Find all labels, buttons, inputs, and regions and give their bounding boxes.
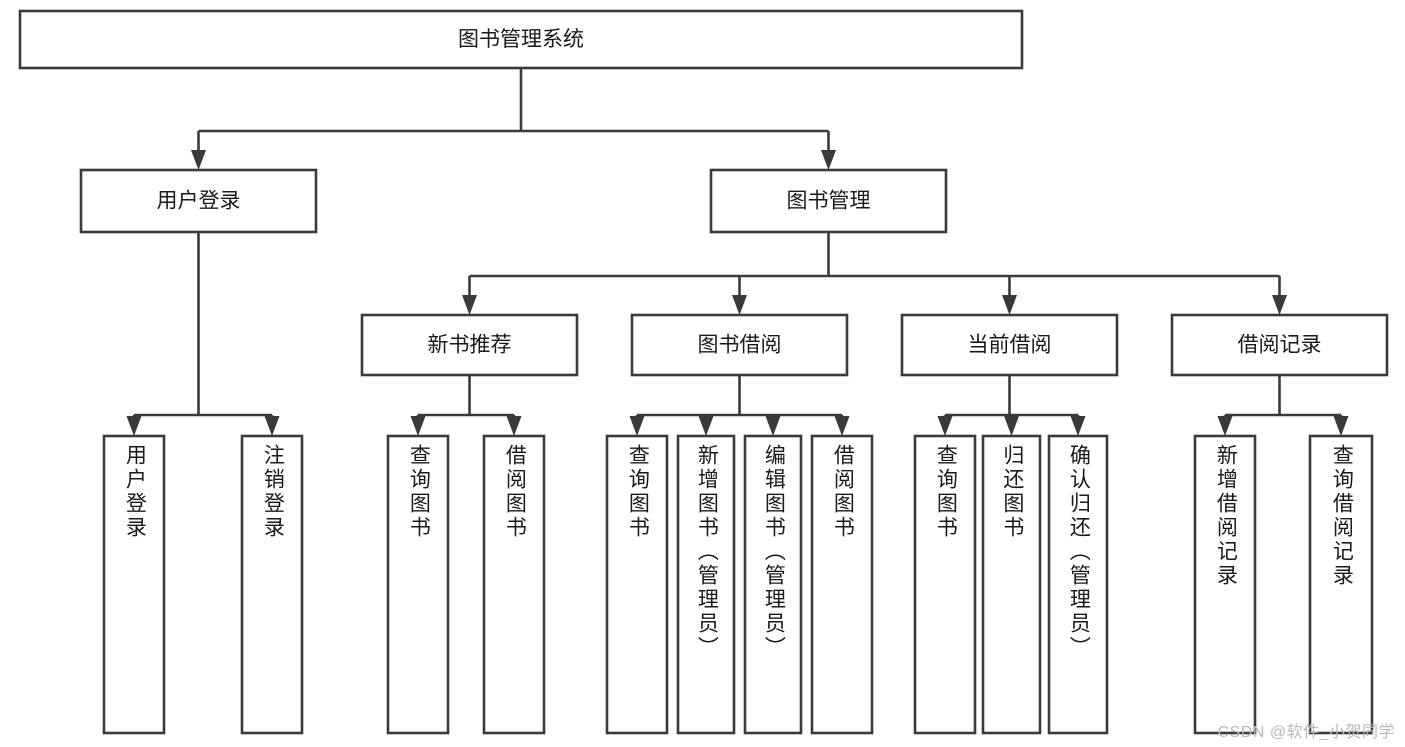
node-current-borrow-label: 当前借阅 (968, 334, 1052, 357)
arrow-down-icon-leaf-user-login (126, 416, 142, 436)
node-leaf-query-book-2-box[interactable] (605, 434, 669, 735)
arrow-down-icon-leaf-query-book-1 (410, 416, 426, 436)
arrow-down-icon-level3-0 (462, 295, 477, 315)
node-user-login-box[interactable] (79, 168, 318, 234)
node-root-box[interactable] (18, 9, 1024, 70)
node-leaf-query-book-3-box[interactable] (913, 434, 977, 735)
node-leaf-add-book-box[interactable] (676, 434, 736, 735)
arrow-down-icon-leaf-add-book (698, 416, 714, 436)
arrow-down-icon-leaf-logout (264, 416, 280, 436)
arrow-down-icon-leaf-return-book (1004, 416, 1019, 436)
node-book-manage-box[interactable] (709, 168, 948, 234)
arrow-down-icon-level3-3 (1272, 295, 1287, 315)
node-new-book-rec-label: 新书推荐 (428, 334, 512, 357)
arrow-down-icon-leaf-query-book-2 (629, 416, 645, 436)
arrow-down-icon-level3-1 (732, 295, 747, 315)
node-book-borrow-box[interactable] (630, 313, 849, 377)
node-leaf-edit-book-box[interactable] (743, 434, 803, 735)
node-book-borrow-label: 图书借阅 (698, 334, 782, 357)
arrow-down-icon-level2-0 (191, 150, 206, 170)
arrow-down-icon-leaf-borrow-book-1 (506, 416, 522, 436)
node-borrow-record-label: 借阅记录 (1238, 334, 1322, 357)
arrow-down-icon-leaf-query-book-3 (937, 416, 953, 436)
arrow-down-icon-leaf-borrow-book-2 (834, 416, 850, 436)
csdn-watermark: CSDN @软件_小贺同学 (1217, 724, 1395, 741)
node-leaf-query-record-box[interactable] (1308, 434, 1374, 735)
node-leaf-query-book-1-box[interactable] (386, 434, 450, 735)
node-leaf-borrow-book-2-box[interactable] (810, 434, 874, 735)
node-leaf-confirm-return-box[interactable] (1047, 434, 1109, 735)
node-user-login-label: 用户登录 (157, 190, 241, 213)
arrow-down-icon-leaf-confirm-return (1070, 416, 1086, 436)
node-borrow-record-box[interactable] (1170, 313, 1389, 377)
node-leaf-user-login-box[interactable] (102, 434, 166, 735)
node-leaf-return-book-box[interactable] (981, 434, 1042, 735)
node-book-manage-label: 图书管理 (787, 190, 871, 213)
node-leaf-borrow-book-1-box[interactable] (482, 434, 546, 735)
node-root-label: 图书管理系统 (458, 28, 584, 51)
arrow-down-icon-level3-2 (1002, 295, 1017, 315)
arrow-down-icon-leaf-add-record (1217, 416, 1233, 436)
arrow-down-icon-leaf-query-record (1333, 416, 1349, 436)
node-leaf-logout-box[interactable] (240, 434, 304, 735)
arrow-down-icon-level2-1 (821, 150, 836, 170)
node-leaf-add-record-box[interactable] (1193, 434, 1257, 735)
arrow-down-icon-leaf-edit-book (765, 416, 781, 436)
